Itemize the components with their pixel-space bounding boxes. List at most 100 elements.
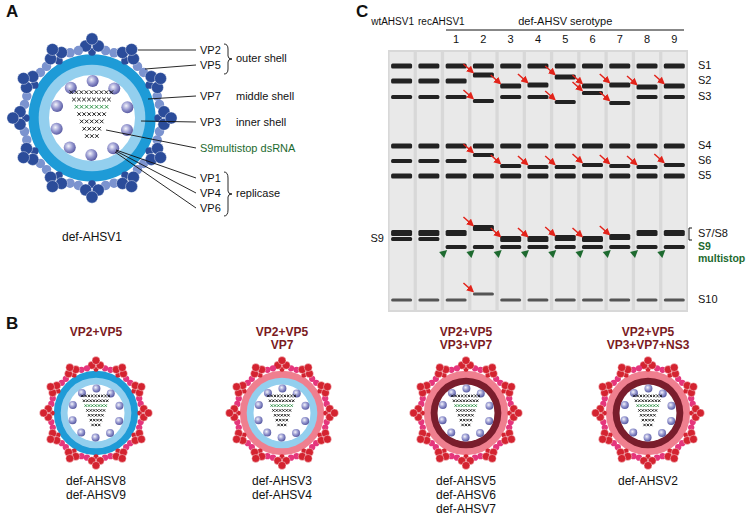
green-arrowhead [548, 250, 556, 258]
vp7-shell [240, 371, 324, 455]
dsrna-strand [652, 419, 654, 421]
dsrna-strand [638, 409, 640, 411]
dsrna-strand [461, 404, 463, 406]
dsrna-strand [89, 400, 91, 402]
dsrna-strand [460, 409, 462, 411]
part-label: wtAHSV1 [371, 16, 414, 28]
dsrna-strand [463, 409, 465, 411]
dsrna-strand [85, 134, 89, 138]
label-anchor: B [6, 314, 18, 334]
dsrna-strand [281, 424, 283, 426]
dsrna-strand [466, 419, 468, 421]
dsrna-strand [470, 409, 472, 411]
dsrna-strand [466, 400, 468, 402]
dsrna-strand [638, 400, 640, 402]
dsrna-strand [98, 395, 100, 397]
dsrna-strand [463, 400, 465, 402]
dsrna-strand [451, 395, 453, 397]
dsrna-strand [454, 395, 456, 397]
part-label: S9 [371, 232, 384, 245]
dsrna-strand [286, 409, 288, 411]
dsrna-strand [660, 395, 662, 397]
replicase-complex [115, 417, 123, 425]
dsrna-strand [286, 419, 288, 421]
gel-lane [662, 52, 686, 310]
dsrna-strand [648, 400, 650, 402]
core [620, 385, 677, 442]
gel-band [582, 84, 603, 89]
leader-line [148, 96, 196, 99]
dsrna-strand [284, 404, 286, 406]
vp2-spike [17, 72, 29, 84]
dsrna-strand [279, 419, 281, 421]
replicase-complex [51, 123, 63, 135]
replicase-complex [85, 149, 97, 161]
dsrna-strand [72, 98, 76, 102]
gel-band [609, 299, 630, 302]
virus-particle: VP2+VP5 VP3+VP7def-AHSV5 def-AHSV6 def-A… [411, 326, 521, 516]
vp5-spike [454, 365, 460, 371]
part-label: S1 [698, 59, 711, 72]
dsrna-strand [284, 424, 286, 426]
dsrna-strand [77, 98, 81, 102]
gel-band [418, 95, 439, 99]
dsrna-strand [646, 404, 648, 406]
replicase-complex [92, 385, 100, 393]
dsrna-strand [90, 134, 94, 138]
dsrna-strand [279, 400, 281, 402]
virus-illustration [37, 354, 155, 472]
dsrna-strand [95, 120, 99, 124]
dsrna-strand [282, 409, 284, 411]
dsrna-strand [72, 98, 76, 102]
dsrna-strand [81, 395, 83, 397]
red-arrow [463, 64, 472, 72]
dsrna-strand [85, 90, 89, 94]
vp3-shell [247, 378, 318, 449]
gel-band [664, 64, 685, 69]
dsrna-strand [106, 400, 108, 402]
dsrna-strand [267, 395, 269, 397]
vp7-shell [606, 371, 690, 455]
vp2-spike [323, 383, 331, 391]
vp2-spike [507, 435, 515, 443]
part-label: S4 [698, 139, 711, 152]
replicase-complex [106, 429, 114, 437]
part-label: 7 [617, 33, 623, 46]
red-arrow [600, 226, 609, 234]
dsrna-strand [270, 395, 272, 397]
vp2-spike [330, 409, 338, 417]
label-anchor: C [356, 2, 368, 22]
gel-band [609, 174, 630, 179]
dsrna-strand [473, 400, 475, 402]
dsrna-strand [464, 404, 466, 406]
dsrna-strand [95, 134, 99, 138]
dsrna-strand [461, 395, 463, 397]
dsrna-strand [468, 424, 470, 426]
dsrna-strand [658, 400, 660, 402]
dsrna-strand [275, 400, 277, 402]
gel-band [582, 64, 603, 69]
dsrna-strand [645, 400, 647, 402]
dsrna-strand [274, 395, 276, 397]
red-arrow [654, 154, 663, 162]
dsrna-strand [88, 395, 90, 397]
dsrna-strand [98, 395, 100, 397]
gel-band [527, 165, 548, 169]
replicase-complex [644, 434, 652, 442]
red-arrow [627, 156, 636, 164]
gel-band [500, 174, 521, 179]
dsrna-strand [284, 424, 286, 426]
dsrna-strand [643, 424, 645, 426]
label-anchor: A [6, 2, 18, 22]
gel-band [527, 299, 548, 302]
vp2-spike [304, 454, 312, 462]
dsrna-strand [93, 400, 95, 402]
dsrna-strand [101, 404, 103, 406]
dsrna-strand [95, 424, 97, 426]
virus-illustration [589, 354, 707, 472]
vp2-spike [488, 454, 496, 462]
dsrna-strand [86, 409, 88, 411]
dsrna-strand [96, 409, 98, 411]
dsrna-strand [85, 120, 89, 124]
dsrna-strand [458, 395, 460, 397]
